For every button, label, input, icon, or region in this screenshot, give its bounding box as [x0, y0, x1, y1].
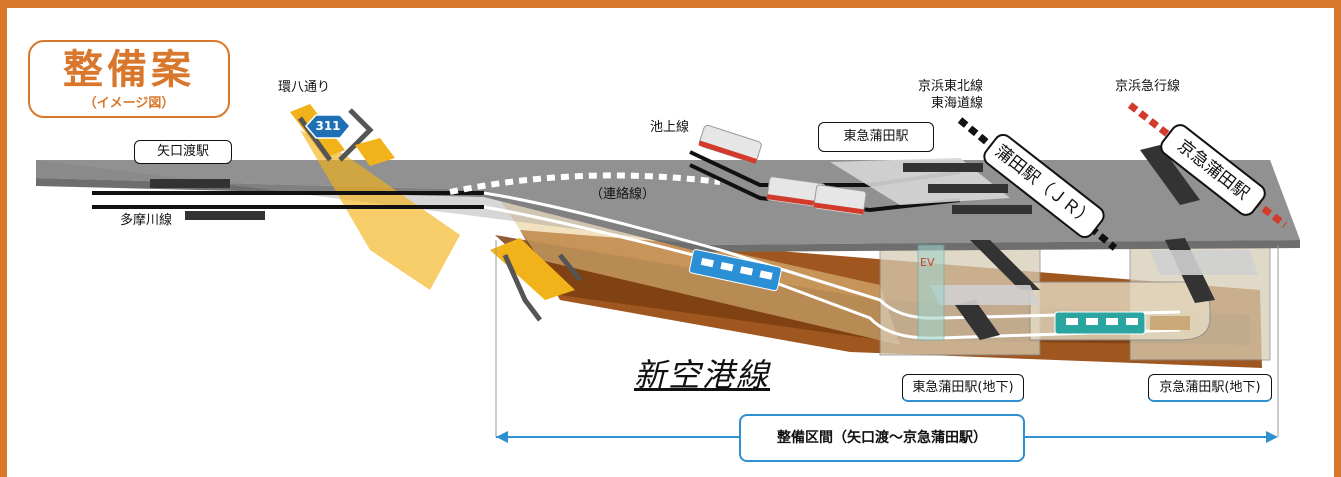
road-guard-top-left: [297, 116, 333, 162]
label-tokyu-kamata-underground: 東急蒲田駅(地下): [902, 374, 1024, 402]
label-keihin-tohoku-line: 京浜東北線: [918, 79, 984, 94]
label-elevator: EV: [920, 256, 935, 269]
new-line-train-blue: [688, 249, 782, 292]
label-ikegami-line: 池上線: [650, 120, 690, 135]
new-line-train-teal: [1054, 311, 1190, 335]
road-guard-top-right: [338, 108, 374, 162]
road-guard-bottom-right: [558, 253, 582, 282]
escalator-tokyu: [955, 240, 1040, 340]
section-arrow-left: [496, 431, 508, 443]
road-kanpachi: [300, 130, 460, 290]
tokyu-platform-1: [903, 163, 983, 172]
road-beam-lower-right: [355, 138, 395, 166]
ikegami-train: [698, 124, 762, 164]
label-renraku-line: （連絡線）: [590, 187, 656, 202]
road-guard-bottom-left: [502, 253, 542, 322]
new-line-track-2: [483, 205, 1181, 340]
section-label: 整備区間（矢口渡～京急蒲田駅）: [739, 414, 1025, 462]
road-beam-bottom: [490, 238, 575, 300]
new-line-track-1: [483, 191, 1181, 320]
renraku-line: [449, 172, 721, 195]
keikyu-concourse: [1150, 250, 1258, 275]
tokyu-concourse: [930, 285, 1040, 305]
label-keikyu-kamata-underground: 京急蒲田駅(地下): [1148, 374, 1272, 402]
label-tamagawa-line: 多摩川線: [120, 213, 173, 228]
label-yaguchinowatashi: 矢口渡駅: [134, 140, 232, 164]
route-number-badge: 311: [315, 119, 341, 133]
jr-line: [957, 117, 1118, 251]
title-box: 整備案 （イメージ図）: [28, 40, 230, 118]
label-keikyu-line: 京浜急行線: [1115, 79, 1181, 94]
yaguchi-platform-2: [185, 211, 265, 220]
elevator-shaft: [917, 244, 945, 341]
route-badge-shape: [305, 114, 351, 139]
section-arrow-right: [1266, 431, 1278, 443]
new-line-name: 新空港線: [634, 356, 771, 394]
diagram-title: 整備案: [63, 47, 195, 93]
label-tokyu-kamata: 東急蒲田駅: [818, 122, 934, 152]
diagram-subtitle: （イメージ図）: [83, 96, 175, 111]
label-tokaido-line: 東海道線: [931, 96, 984, 111]
ground-slab-right: [36, 160, 1300, 245]
label-kannana: 環八通り: [278, 80, 331, 95]
yaguchi-platform-1: [150, 179, 230, 188]
tamagawa-train-2: [813, 184, 867, 216]
tokyu-platform-3: [952, 205, 1032, 214]
tokyu-platform-2: [928, 184, 1008, 193]
